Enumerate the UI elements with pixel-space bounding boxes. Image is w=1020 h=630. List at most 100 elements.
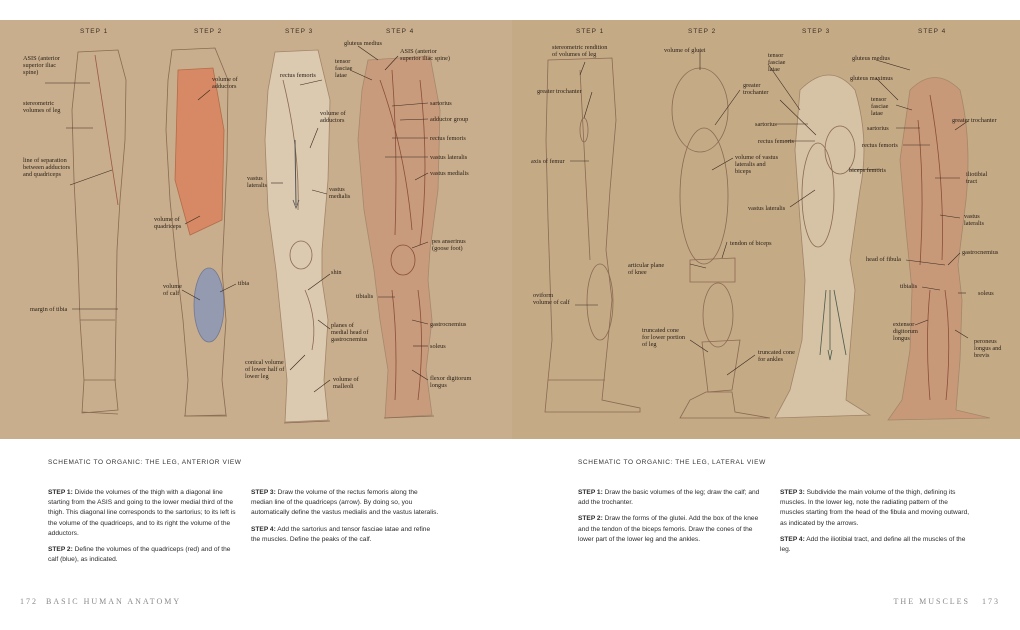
label-volume-vastus-biceps: volume of vastus lateralis and biceps <box>735 154 779 175</box>
label-asis: ASIS (anterior superior iliac spine) <box>23 55 60 76</box>
label-asis-4: ASIS (anterior superior iliac spine) <box>400 48 451 62</box>
left-step3-label: STEP 3: <box>251 489 276 496</box>
label-tensor-fasciae-latae-3: tensor fasciae latae <box>768 52 786 73</box>
label-stereometric: stereometric volumes of leg <box>23 100 61 114</box>
left-step2-label: STEP 2: <box>48 546 73 554</box>
anterior-step2-leg <box>165 47 229 417</box>
label-tensor-fasciae-latae-4: tensor fasciae latae <box>871 96 889 117</box>
left-page-number: 172 <box>20 597 38 606</box>
left-step4-label: STEP 4: <box>251 525 276 533</box>
lateral-step2-heading: STEP 2 <box>688 28 717 35</box>
right-page-number: 173 <box>982 597 1000 606</box>
label-soleus-r: soleus <box>978 290 994 297</box>
right-text-col1: STEP 1: Draw the basic volumes of the le… <box>578 488 770 551</box>
lateral-step2-leg <box>671 67 771 419</box>
left-step3-text: Draw the volume of the rectus femoris al… <box>251 489 439 517</box>
left-step4-paragraph: STEP 4: Add the sartorius and tensor fas… <box>251 525 441 545</box>
label-gastrocnemius-r: gastrocnemius <box>962 249 999 256</box>
right-step2-label: STEP 2: <box>578 515 603 523</box>
label-truncated-cone-lower: truncated cone for lower portion of leg <box>642 327 686 348</box>
label-volume-malleoli: volume of malleoli <box>333 376 359 390</box>
label-volume-quadriceps: volume of quadriceps <box>154 216 182 230</box>
label-volume-adductors: volume of adductors <box>212 76 238 90</box>
label-stereometric-rendition: stereometric rendition of volumes of leg <box>552 44 608 58</box>
left-running-title: BASIC HUMAN ANATOMY <box>46 597 182 606</box>
anterior-step3-leg <box>264 49 331 424</box>
right-step2-text: Draw the forms of the glutei. Add the bo… <box>578 515 759 543</box>
left-text-col2: STEP 3: Draw the volume of the rectus fe… <box>251 488 441 551</box>
illustration-area: STEP 1 STEP 2 STEP 3 STEP 4 STEP 1 STEP … <box>0 20 1020 439</box>
right-running-title: THE MUSCLES <box>893 597 970 606</box>
anterior-step2-heading: STEP 2 <box>194 28 223 35</box>
anterior-step1-leg <box>71 49 127 415</box>
label-soleus: soleus <box>430 343 446 350</box>
lateral-step3-leg <box>774 74 872 419</box>
label-vastus-lateralis-4: vastus lateralis <box>430 154 468 161</box>
label-greater-trochanter-4: greater trochanter <box>952 117 997 124</box>
label-vastus-medialis-4: vastus medialis <box>430 170 469 177</box>
right-step3-text: Subdivide the main volume of the thigh, … <box>780 489 970 527</box>
label-rectus-femoris: rectus femoris <box>280 72 316 79</box>
anterior-step4-leg <box>357 55 441 419</box>
label-gluteus-medius: gluteus medius <box>344 40 382 47</box>
label-gastrocnemius: gastrocnemius <box>430 321 467 328</box>
lateral-step4-heading: STEP 4 <box>918 28 947 35</box>
label-rectus-femoris-4: rectus femoris <box>430 135 466 142</box>
label-sartorius: sartorius <box>430 100 452 107</box>
right-folio: THE MUSCLES 173 <box>894 597 1000 606</box>
label-biceps-femoris: biceps femoris <box>849 167 886 174</box>
label-tendon-biceps: tendon of biceps <box>730 240 772 247</box>
label-volume-adductors-3: volume of adductors <box>320 110 346 124</box>
left-caption: SCHEMATIC TO ORGANIC: THE LEG, ANTERIOR … <box>48 459 242 466</box>
label-volume-glutei: volume of glutei <box>664 47 706 54</box>
label-shin: shin <box>331 269 342 276</box>
label-margin-tibia: margin of tibia <box>30 306 68 313</box>
leader-lines <box>45 45 969 393</box>
label-axis-femur: axis of femur <box>531 158 565 165</box>
label-line-separation: line of separation between adductors and… <box>23 157 71 178</box>
label-truncated-cone-ankles: truncated cone for ankles <box>758 349 795 363</box>
left-step1-text: Divide the volumes of the thigh with a d… <box>48 489 236 537</box>
label-iliotibial-tract: iliotibial tract <box>966 171 988 185</box>
right-step1-text: Draw the basic volumes of the leg; draw … <box>578 489 760 507</box>
right-step1-label: STEP 1: <box>578 489 603 496</box>
label-gluteus-maximus: gluteus maximus <box>850 75 893 82</box>
right-step4-label: STEP 4: <box>780 535 805 543</box>
right-text-col2: STEP 3: Subdivide the main volume of the… <box>780 488 972 561</box>
label-extensor-digitorum: extensor digitorum longus <box>893 321 918 342</box>
left-step2-text: Define the volumes of the quadriceps (re… <box>48 546 231 564</box>
anterior-step4-heading: STEP 4 <box>386 28 415 35</box>
leg-drawings <box>45 45 991 424</box>
lateral-step1-heading: STEP 1 <box>576 28 605 35</box>
label-volume-calf: volume of calf <box>163 283 182 297</box>
label-greater-trochanter-2: greater trochanter <box>743 82 769 96</box>
label-vastus-lateralis-3: vastus lateralis <box>748 205 786 212</box>
right-step1-paragraph: STEP 1: Draw the basic volumes of the le… <box>578 488 770 508</box>
label-oviform-calf: oviform volume of calf <box>533 292 570 306</box>
label-sartorius-3: sartorius <box>755 121 777 128</box>
left-step1-paragraph: STEP 1: Divide the volumes of the thigh … <box>48 488 240 539</box>
anterior-step1-heading: STEP 1 <box>80 28 109 35</box>
label-vastus-medialis: vastus medialis <box>329 186 351 200</box>
label-tibia: tibia <box>238 280 250 287</box>
right-caption: SCHEMATIC TO ORGANIC: THE LEG, LATERAL V… <box>578 459 766 466</box>
label-peroneus: peroneus longus and brevis <box>974 338 1002 359</box>
label-conical-volume: conical volume of lower half of lower le… <box>245 359 285 380</box>
label-tibialis: tibialis <box>356 293 374 300</box>
lateral-step4-leg <box>887 77 991 421</box>
label-flexor-digitorum-longus: flexor digitorum longus <box>430 375 472 389</box>
right-step3-paragraph: STEP 3: Subdivide the main volume of the… <box>780 488 972 529</box>
left-text-col1: STEP 1: Divide the volumes of the thigh … <box>48 488 240 571</box>
left-step4-text: Add the sartorius and tensor fasciae lat… <box>251 525 431 543</box>
left-step3-paragraph: STEP 3: Draw the volume of the rectus fe… <box>251 488 441 519</box>
right-step4-paragraph: STEP 4: Add the iliotibial tract, and de… <box>780 535 972 555</box>
label-planes-gastrocnemius: planes of medial head of gastrocnemius <box>331 322 369 343</box>
left-step1-label: STEP 1: <box>48 489 73 496</box>
label-sartorius-4: sartorius <box>867 125 889 132</box>
right-step3-label: STEP 3: <box>780 489 805 496</box>
label-head-fibula: head of fibula <box>866 256 901 263</box>
label-articular-plane: articular plane of knee <box>628 262 665 276</box>
label-tibialis-r: tibialis <box>900 283 918 290</box>
label-tensor-fasciae-latae: tensor fasciae latae <box>335 58 353 79</box>
left-step2-paragraph: STEP 2: Define the volumes of the quadri… <box>48 545 240 565</box>
